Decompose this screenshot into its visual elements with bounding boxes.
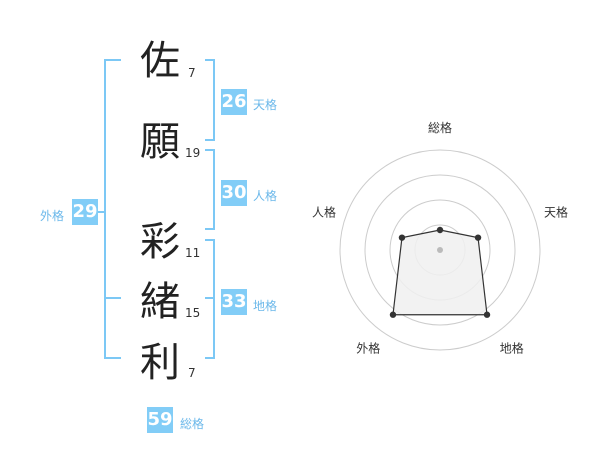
radar-ring (339, 149, 541, 351)
soukaku-label: 総格 (180, 417, 205, 431)
gaikaku-label: 外格 (40, 209, 65, 223)
name-char-1-strokes: 7 (188, 66, 196, 80)
radar-point-4 (389, 311, 397, 318)
jinkaku-value: 30 (221, 180, 247, 206)
radar-axis-label: 外格 (356, 341, 380, 356)
name-char-4: 緒 (140, 279, 180, 325)
name-char-2: 願 (140, 119, 180, 165)
name-char-5-strokes: 7 (188, 366, 196, 380)
tenkaku-label: 天格 (253, 98, 278, 112)
name-char-5: 利 (140, 340, 180, 386)
chikaku-value: 33 (221, 289, 247, 315)
jinkaku-label: 人格 (253, 189, 278, 203)
gaikaku-value: 29 (72, 199, 98, 225)
radar-axis-label: 人格 (312, 204, 336, 219)
radar-point-1 (436, 226, 444, 234)
radar-axis-label: 総格 (428, 120, 452, 135)
soukaku-value: 59 (147, 407, 173, 433)
radar-axis-label: 地格 (500, 341, 524, 356)
jinkaku-bracket (205, 149, 215, 230)
radar-polygon (392, 229, 488, 316)
radar-axis-label: 天格 (544, 204, 568, 219)
gaikaku-bracket (104, 59, 121, 359)
radar-center-dot (437, 247, 443, 253)
tenkaku-bracket (205, 59, 215, 141)
name-char-4-strokes: 15 (185, 306, 201, 320)
chikaku-label: 地格 (253, 299, 278, 313)
name-char-2-strokes: 19 (185, 146, 201, 160)
radar-point-5 (398, 234, 406, 241)
name-char-3-strokes: 11 (185, 246, 201, 260)
radar-point-2 (474, 234, 482, 241)
radar-ring (364, 174, 516, 326)
radar-point-3 (483, 311, 491, 318)
name-char-1: 佐 (140, 38, 180, 84)
tenkaku-value: 26 (221, 89, 247, 115)
name-char-3: 彩 (140, 219, 180, 265)
